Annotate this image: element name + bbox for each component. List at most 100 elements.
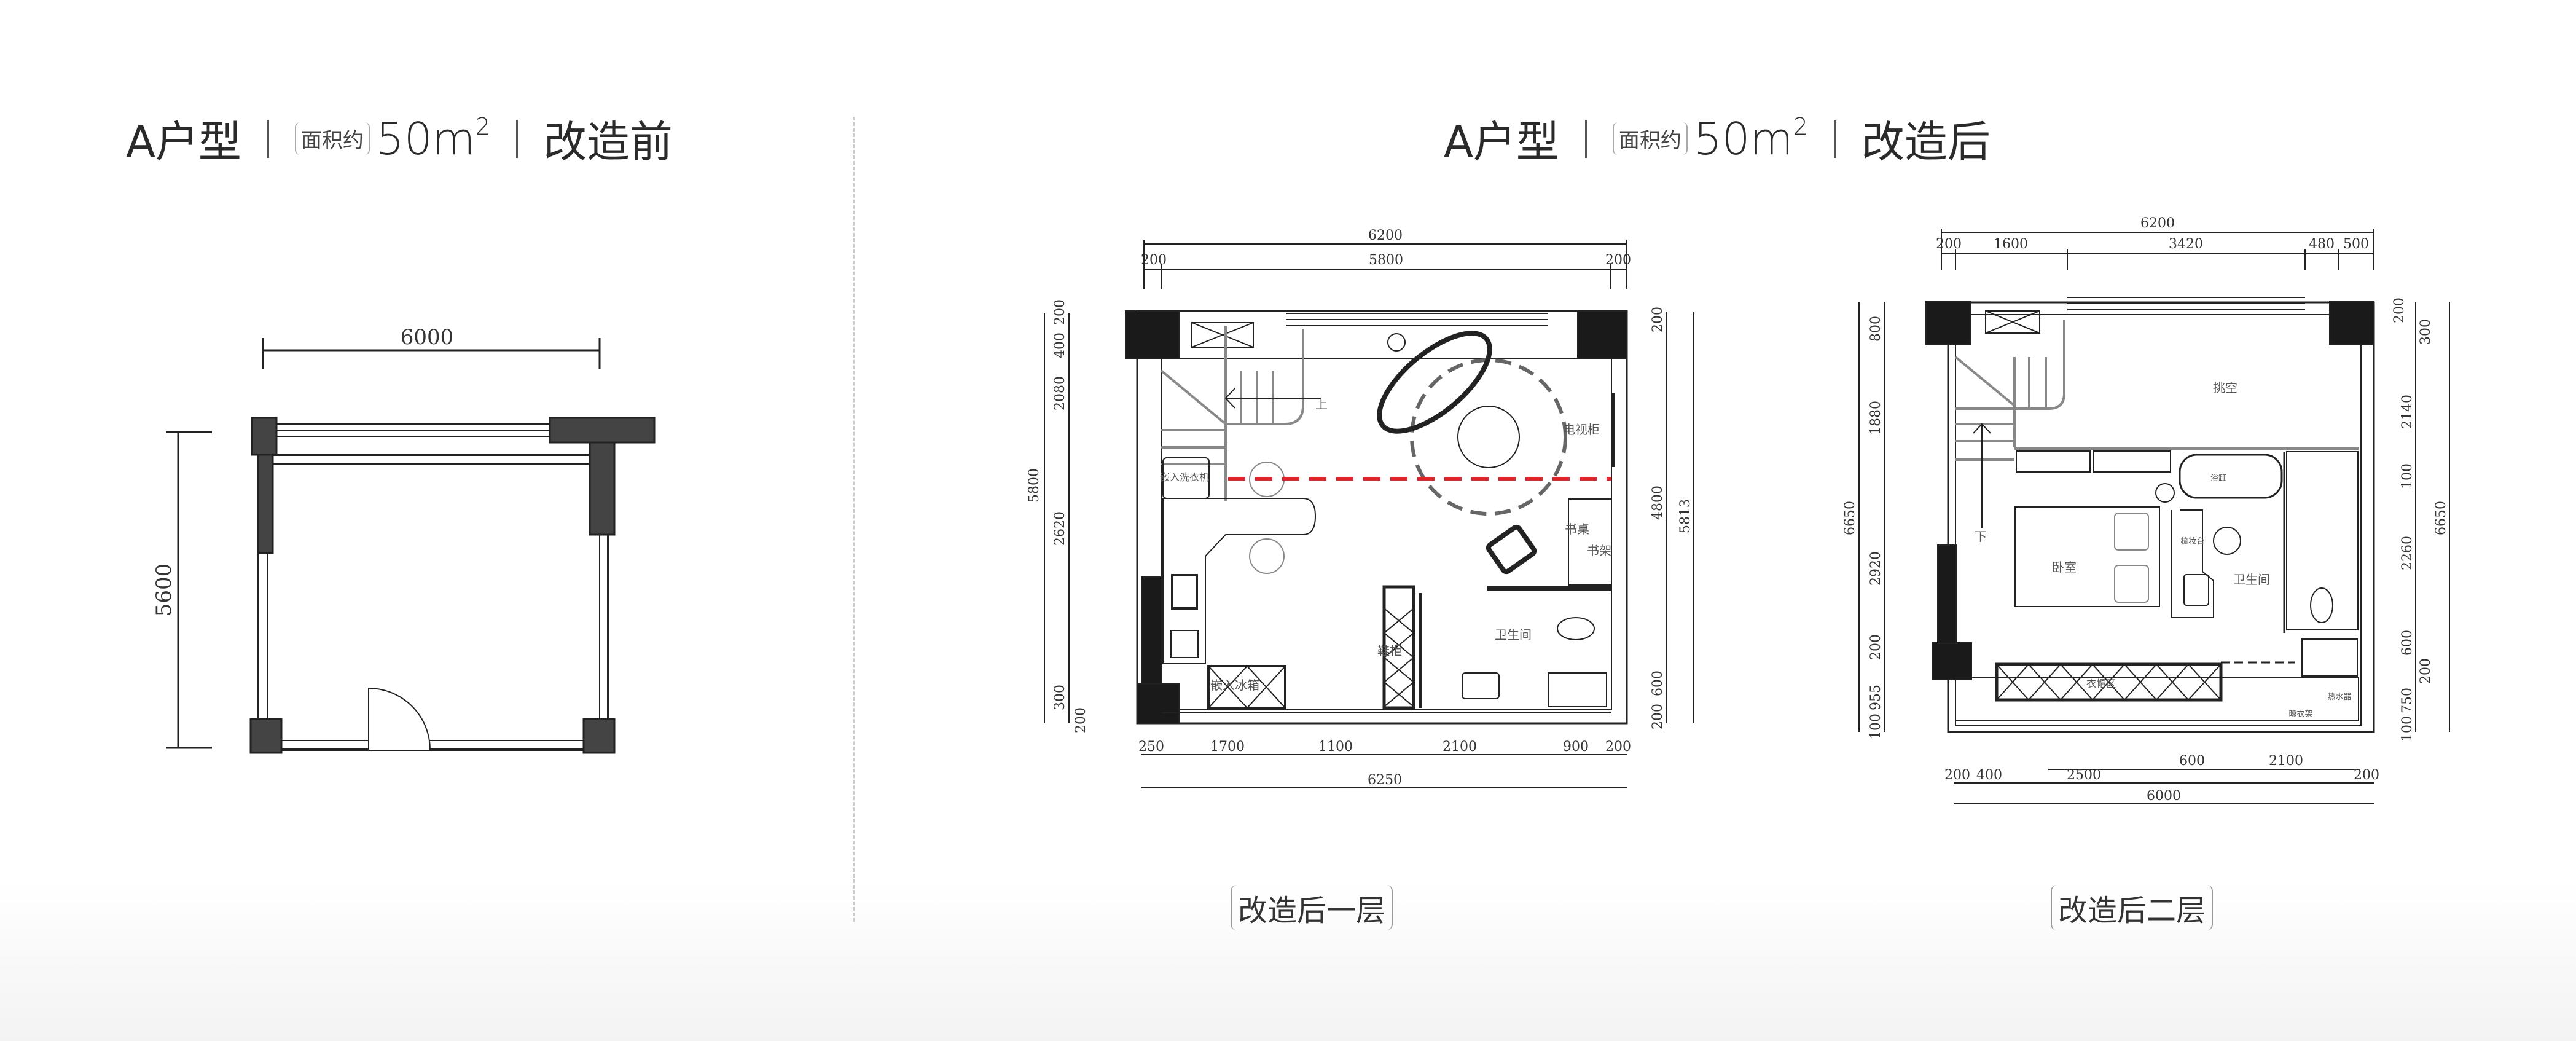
dim-label: 2620 — [1052, 511, 1068, 546]
dim-label: 200 — [1650, 704, 1666, 729]
area-sup: 2 — [475, 112, 490, 140]
closet — [1995, 662, 2223, 702]
column — [549, 417, 656, 444]
dim-label: 600 — [2179, 753, 2205, 769]
dim-label: 2100 — [2269, 753, 2303, 769]
dim-label: 6000 — [2147, 788, 2181, 804]
room-label-shelf: 书架 — [1587, 543, 1611, 558]
vanity — [2171, 509, 2214, 618]
sink-cross — [1191, 322, 1254, 348]
outer-wall — [1947, 301, 2375, 733]
title-separator — [267, 119, 269, 158]
dim-label: 2260 — [2400, 536, 2415, 570]
dim-label: 6650 — [2433, 501, 2449, 535]
toilet-room — [2286, 451, 2359, 630]
pillow — [2114, 565, 2149, 603]
dim-label: 100 — [1868, 713, 1884, 739]
background-wave — [0, 881, 2576, 1041]
staircase — [1954, 320, 2359, 461]
washbasin — [1462, 672, 1500, 699]
bar-counter — [1162, 498, 1317, 664]
dim-label: 600 — [2400, 630, 2415, 656]
outer-wall — [1136, 310, 1628, 725]
stage-label: 改造后 — [1861, 117, 1991, 167]
column — [249, 718, 283, 754]
fridge-cross — [1208, 666, 1286, 709]
armchair — [1486, 524, 1537, 575]
inner-wall — [267, 463, 600, 741]
dim-label: 400 — [1976, 768, 2002, 783]
dim-label: 200 — [1073, 707, 1089, 733]
shoe-cabinet — [1382, 585, 1415, 710]
storage-cabinet — [2016, 450, 2091, 473]
area-value: 50m2 — [376, 113, 490, 165]
stair-down-label: 下 — [1975, 529, 1987, 544]
dim-label: 3420 — [2169, 237, 2203, 252]
dim-label: 200 — [1141, 253, 1167, 268]
dim-label: 750 — [2400, 688, 2415, 713]
dim-label: 2920 — [1868, 551, 1884, 586]
room-label-vanity: 梳妆台 — [2180, 537, 2204, 546]
area-number: 50m — [1693, 112, 1793, 165]
dim-label: 250 — [1138, 739, 1164, 755]
column — [1932, 642, 1972, 680]
title-separator — [515, 119, 518, 158]
sofa — [1377, 331, 1492, 434]
sink-unit — [1191, 322, 1254, 348]
dim-label: 200 — [1052, 299, 1068, 325]
title-separator — [1584, 119, 1587, 158]
dim-label: 200 — [1868, 634, 1884, 660]
room-label-bedroom: 卧室 — [2052, 560, 2077, 575]
ceiling-light — [1387, 333, 1406, 352]
room-label-dryer: 晾衣架 — [2288, 709, 2312, 719]
sink-cross — [1985, 310, 2040, 334]
before-width-label: 6000 — [401, 325, 454, 350]
laundry-area — [1548, 672, 1607, 707]
before-title: A户型 面积约 50m2 改造前 — [126, 108, 673, 170]
unit-type: A户型 — [126, 117, 241, 167]
dim-label: 2500 — [2067, 768, 2101, 783]
after-title: A户型 面积约 50m2 改造后 — [1444, 108, 1991, 170]
wall-segment — [1141, 576, 1162, 685]
room-label-tub: 浴缸 — [2210, 473, 2226, 483]
unit-type: A户型 — [1444, 117, 1559, 167]
dim-label: 900 — [1563, 739, 1589, 755]
room-label-fridge: 嵌入冰箱 — [1210, 678, 1259, 693]
dim-label: 2140 — [2400, 395, 2415, 429]
door-swing — [368, 687, 431, 750]
area-number: 50m — [375, 112, 476, 165]
section-divider — [853, 117, 855, 922]
stove — [1170, 630, 1199, 658]
stair-arrowhead — [1973, 423, 1991, 434]
floor1-caption: 改造后一层 — [1231, 885, 1393, 930]
dim-label: 6200 — [1368, 228, 1403, 243]
title-separator — [1833, 119, 1836, 158]
wall-segment — [1937, 544, 1957, 644]
area-value: 50m2 — [1694, 113, 1808, 165]
dim-label: 5813 — [1678, 499, 1693, 533]
bed — [2014, 506, 2160, 607]
oven — [1171, 574, 1198, 610]
dim-label: 200 — [1650, 307, 1666, 332]
column — [1125, 310, 1180, 359]
dim-label: 2100 — [1443, 739, 1477, 755]
dim-label: 200 — [2354, 768, 2379, 783]
before-plan — [166, 338, 656, 754]
stair-up-label: 上 — [1315, 397, 1328, 412]
dim-label: 100 — [2400, 716, 2415, 742]
room-label-desk: 书桌 — [1565, 522, 1589, 536]
storage-cabinet — [2093, 450, 2171, 473]
dim-label: 480 — [2309, 237, 2335, 252]
dim-label: 800 — [1868, 316, 1884, 342]
room-label-heater: 热水器 — [2327, 693, 2351, 702]
floor2-plan — [1858, 229, 2450, 804]
column — [1925, 301, 1971, 345]
column — [1577, 310, 1627, 359]
toilet — [1557, 617, 1595, 640]
closet-cross — [1996, 664, 2222, 701]
laundry-area — [2301, 638, 2358, 677]
room-label-washer: 嵌入洗衣机 — [1160, 471, 1209, 483]
dim-label: 300 — [2418, 319, 2433, 345]
dim-label: 1880 — [1868, 401, 1884, 435]
